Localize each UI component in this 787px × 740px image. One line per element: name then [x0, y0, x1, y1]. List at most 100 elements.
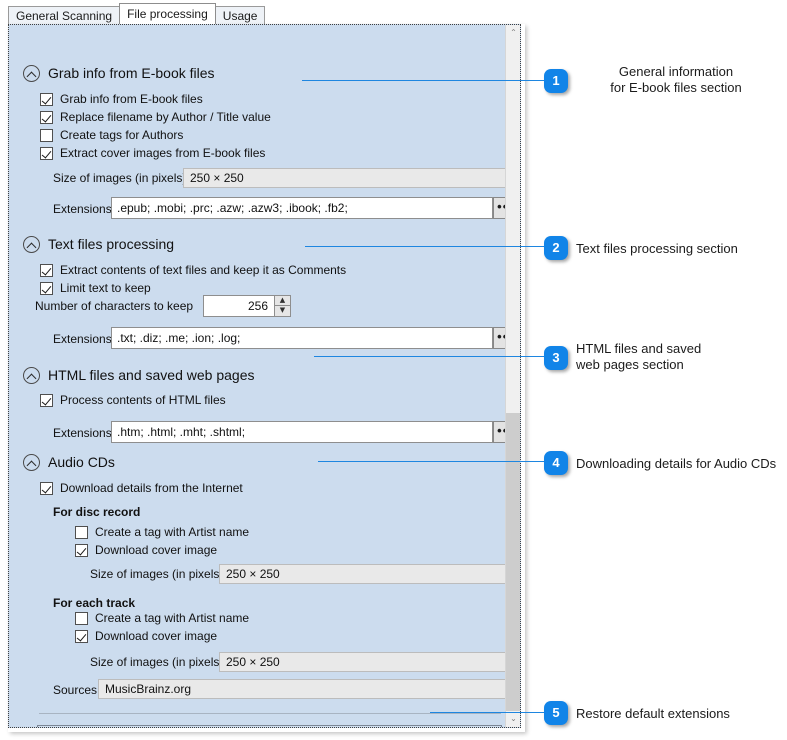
checkbox-process-html-contents[interactable]: Process contents of HTML files [40, 392, 226, 408]
callout-badge-4: 4 [544, 451, 568, 475]
checkbox-limit-text-to-keep[interactable]: Limit text to keep [40, 280, 151, 296]
callout-text-2: Text files processing section [576, 241, 738, 256]
panel-content-area: Grab info from E-book files Grab info fr… [9, 25, 519, 727]
callout-badge-5: 5 [544, 701, 568, 725]
combo-disc-image-size[interactable]: 250 × 250 ▾ [219, 564, 519, 584]
leader-line-1 [302, 80, 544, 81]
callout-text-4: Downloading details for Audio CDs [576, 456, 777, 471]
section-header-audio-cds[interactable]: Audio CDs [23, 452, 115, 472]
scrollbar-thumb[interactable] [506, 413, 520, 711]
checkbox-label: Download details from the Internet [60, 481, 243, 495]
chevron-up-icon[interactable] [23, 453, 40, 471]
checkbox-extract-cover-images[interactable]: Extract cover images from E-book files [40, 145, 265, 161]
section-title-ebook: Grab info from E-book files [48, 65, 215, 81]
section-title-html: HTML files and saved web pages [48, 367, 255, 383]
checkbox-box[interactable] [40, 393, 53, 407]
callout-badge-3: 3 [544, 346, 568, 370]
label-number-of-characters: Number of characters to keep [35, 299, 194, 313]
file-processing-panel: Grab info from E-book files Grab info fr… [8, 24, 521, 728]
leader-line-2 [305, 246, 544, 247]
checkbox-box[interactable] [75, 611, 88, 625]
checkbox-disc-download-cover[interactable]: Download cover image [75, 542, 217, 558]
checkbox-label: Limit text to keep [60, 281, 151, 295]
combo-value: MusicBrainz.org [105, 682, 192, 696]
input-text-extensions[interactable]: .txt; .diz; .me; .ion; .log; [111, 327, 493, 349]
callout-text-5: Restore default extensions [576, 706, 730, 721]
button-restore-default-extensions[interactable]: Restore all extensions to default values [37, 725, 502, 727]
checkbox-box[interactable] [40, 481, 53, 495]
scroll-down-arrow-icon[interactable]: ⌄ [510, 714, 517, 723]
section-header-text[interactable]: Text files processing [23, 234, 174, 254]
leader-line-4 [318, 461, 544, 462]
leader-line-5 [430, 712, 544, 713]
tab-general-scanning[interactable]: General Scanning [8, 6, 121, 24]
checkbox-label: Create a tag with Artist name [95, 525, 250, 539]
spinner-up-icon[interactable]: ▲ [274, 295, 291, 306]
callout-text-3: HTML files and saved web pages section [576, 341, 702, 372]
label-ebook-extensions: Extensions [53, 202, 112, 216]
checkbox-box[interactable] [40, 281, 53, 295]
group-label-for-disc-record: For disc record [53, 505, 141, 519]
vertical-scrollbar[interactable]: ⌃ ⌄ [505, 25, 520, 727]
checkbox-download-details-internet[interactable]: Download details from the Internet [40, 480, 243, 496]
checkbox-box[interactable] [75, 629, 88, 643]
chevron-up-icon[interactable] [23, 235, 40, 253]
section-header-ebook[interactable]: Grab info from E-book files [23, 63, 215, 83]
chevron-up-icon[interactable] [23, 64, 40, 82]
checkbox-track-download-cover[interactable]: Download cover image [75, 628, 217, 644]
spinner-buttons[interactable]: ▲ ▼ [274, 295, 291, 317]
callout-badge-2: 2 [544, 236, 568, 260]
input-html-extensions[interactable]: .htm; .html; .mht; .shtml; [111, 421, 493, 443]
checkbox-box[interactable] [40, 128, 53, 142]
combo-value: 250 × 250 [190, 171, 244, 185]
checkbox-label: Download cover image [95, 629, 218, 643]
combo-value: 250 × 250 [226, 655, 280, 669]
checkbox-box[interactable] [40, 146, 53, 160]
checkbox-grab-info-ebook[interactable]: Grab info from E-book files [40, 91, 203, 107]
spinner-value[interactable]: 256 [203, 295, 275, 317]
spinner-characters-to-keep[interactable]: 256 ▲ ▼ [203, 295, 291, 317]
label-html-extensions: Extensions [53, 426, 112, 440]
spinner-down-icon[interactable]: ▼ [274, 306, 291, 317]
label-sources: Sources [53, 683, 98, 697]
checkbox-create-tags-authors[interactable]: Create tags for Authors [40, 127, 183, 143]
checkbox-extract-text-contents[interactable]: Extract contents of text files and keep … [40, 262, 346, 278]
checkbox-box[interactable] [40, 263, 53, 277]
checkbox-disc-create-artist-tag[interactable]: Create a tag with Artist name [75, 524, 249, 540]
input-ebook-extensions[interactable]: .epub; .mobi; .prc; .azw; .azw3; .ibook;… [111, 197, 493, 219]
checkbox-replace-filename[interactable]: Replace filename by Author / Title value [40, 109, 271, 125]
section-header-html[interactable]: HTML files and saved web pages [23, 365, 254, 385]
callout-badge-1: 1 [544, 69, 568, 93]
section-title-audio-cds: Audio CDs [48, 454, 115, 470]
combo-sources[interactable]: MusicBrainz.org ▾ [98, 679, 519, 699]
checkbox-label: Download cover image [95, 543, 218, 557]
tab-strip: General Scanning File processing Usage [8, 3, 266, 24]
section-title-text: Text files processing [48, 236, 175, 252]
checkbox-label: Extract contents of text files and keep … [60, 263, 347, 277]
checkbox-box[interactable] [40, 92, 53, 106]
label-ebook-size-of-images: Size of images (in pixels) [53, 171, 187, 185]
group-label-for-each-track: For each track [53, 596, 136, 610]
checkbox-label: Create tags for Authors [60, 128, 184, 142]
checkbox-label: Grab info from E-book files [60, 92, 203, 106]
label-track-size-of-images: Size of images (in pixels) [90, 655, 224, 669]
label-text-extensions: Extensions [53, 332, 112, 346]
label-disc-size-of-images: Size of images (in pixels) [90, 567, 224, 581]
scroll-up-arrow-icon[interactable]: ⌃ [510, 28, 517, 37]
combo-track-image-size[interactable]: 250 × 250 ▾ [219, 652, 519, 672]
tab-usage[interactable]: Usage [214, 6, 266, 24]
checkbox-label: Create a tag with Artist name [95, 611, 250, 625]
checkbox-box[interactable] [75, 525, 88, 539]
checkbox-box[interactable] [40, 110, 53, 124]
callout-text-1: General information for E-book files sec… [610, 64, 742, 95]
checkbox-label: Extract cover images from E-book files [60, 146, 266, 160]
checkbox-label: Replace filename by Author / Title value [60, 110, 271, 124]
checkbox-track-create-artist-tag[interactable]: Create a tag with Artist name [75, 610, 249, 626]
checkbox-label: Process contents of HTML files [60, 393, 226, 407]
chevron-up-icon[interactable] [23, 366, 40, 384]
horizontal-divider [39, 713, 501, 714]
checkbox-box[interactable] [75, 543, 88, 557]
combo-ebook-image-size[interactable]: 250 × 250 ▾ [183, 168, 519, 188]
combo-value: 250 × 250 [226, 567, 280, 581]
tab-file-processing[interactable]: File processing [119, 3, 216, 24]
